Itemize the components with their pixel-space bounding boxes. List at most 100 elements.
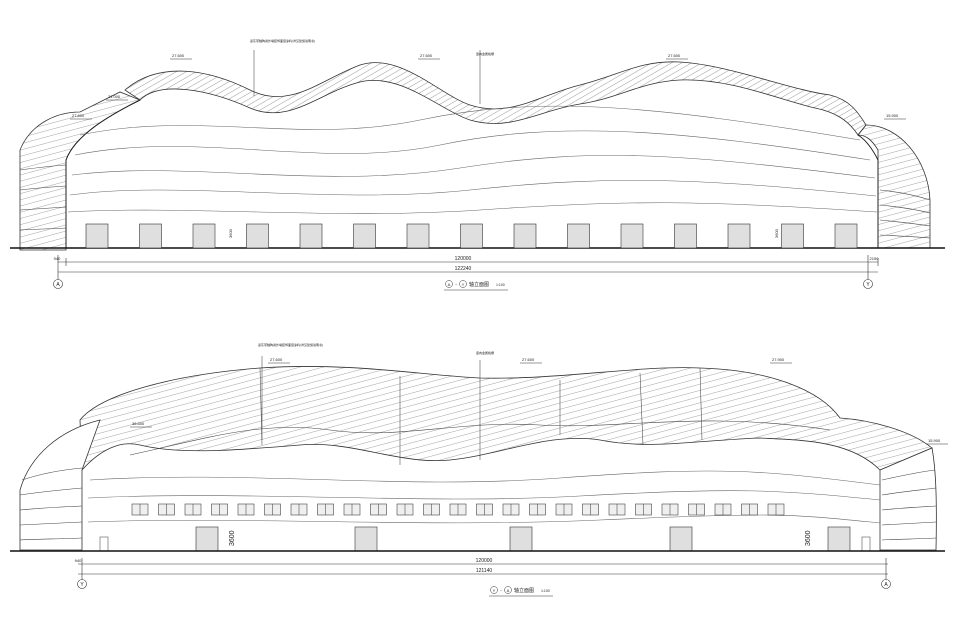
window xyxy=(582,503,599,516)
top-dim-left: 940 xyxy=(54,256,61,261)
door xyxy=(674,223,697,249)
top-level-label: 27.600 xyxy=(72,113,85,118)
door xyxy=(834,223,858,249)
window xyxy=(211,503,228,516)
window xyxy=(767,503,785,516)
bottom-left-stripes xyxy=(19,467,83,541)
window xyxy=(264,503,281,516)
window xyxy=(714,503,732,516)
window xyxy=(370,503,387,516)
bottom-level-marks: 27.600 27.600 27.900 36.600 15.900 xyxy=(132,357,941,443)
svg-text:1:100: 1:100 xyxy=(541,589,550,593)
bottom-dim-total: 120000 xyxy=(476,558,493,564)
top-right-end-block xyxy=(857,124,931,249)
window xyxy=(343,503,361,516)
top-dim-total: 120000 xyxy=(455,256,472,262)
window xyxy=(237,503,255,516)
top-axis-left-bubble: A xyxy=(53,279,63,289)
top-facade-outline xyxy=(65,99,879,248)
window xyxy=(635,503,652,516)
svg-text:A: A xyxy=(448,282,451,287)
bottom-level-label: 27.600 xyxy=(270,357,283,362)
bottom-callout-grille: 竖向金属格栅 xyxy=(476,350,494,355)
bottom-level-label: 27.900 xyxy=(772,357,785,362)
door xyxy=(460,223,483,249)
door xyxy=(513,223,537,249)
svg-text:Y: Y xyxy=(462,282,465,287)
bottom-level-label: 15.900 xyxy=(928,438,941,443)
svg-text:Y: Y xyxy=(493,588,496,593)
top-doors xyxy=(85,223,858,249)
top-left-stripes xyxy=(19,164,67,231)
window xyxy=(555,503,573,516)
top-callouts: 蓝灰带釉陶瓷外墙装饰面层涂料(详见建施说明书) 竖向金属格栅 xyxy=(250,38,494,104)
door xyxy=(246,223,269,249)
door xyxy=(406,223,430,249)
top-axis-right-bubble: Y xyxy=(863,279,873,289)
window xyxy=(184,503,202,516)
door xyxy=(139,223,162,249)
door xyxy=(509,526,533,552)
top-right-stripes xyxy=(879,189,931,239)
svg-text:Y: Y xyxy=(80,582,84,588)
window xyxy=(688,503,705,516)
top-door-height: 3600 xyxy=(228,228,233,238)
door xyxy=(669,526,693,552)
top-level-label: 27.600 xyxy=(668,53,681,58)
bottom-axis-right-bubble: A xyxy=(881,579,891,589)
top-roof-band xyxy=(124,61,867,136)
top-dim-overall: 122240 xyxy=(455,266,472,272)
door xyxy=(353,223,376,249)
window xyxy=(131,503,149,516)
top-dim-right: 2150 xyxy=(870,256,880,261)
svg-text:~: ~ xyxy=(500,588,503,593)
bottom-dim-overall: 121140 xyxy=(476,568,493,574)
window xyxy=(158,503,175,516)
small-door xyxy=(861,536,871,552)
door xyxy=(195,526,219,552)
door xyxy=(192,223,216,249)
top-level-marks: 27.600 21.000 27.600 27.600 27.600 15.90… xyxy=(72,53,899,118)
top-facade-waves xyxy=(67,105,878,214)
door xyxy=(567,223,590,249)
bottom-level-label: 36.600 xyxy=(132,421,145,426)
bottom-roof-band xyxy=(79,366,933,471)
bottom-facade-waves xyxy=(87,470,881,524)
door xyxy=(781,223,804,249)
door xyxy=(85,223,109,249)
top-level-label: 21.000 xyxy=(108,94,121,99)
bottom-door-height: 3600 xyxy=(229,530,236,546)
top-title: A ~ Y 轴立面图 1:100 xyxy=(444,280,508,291)
bottom-level-label: 27.600 xyxy=(522,357,535,362)
svg-text:~: ~ xyxy=(455,282,458,287)
bottom-title: Y ~ A 轴立面图 1:100 xyxy=(489,586,553,597)
window xyxy=(741,503,758,516)
bottom-doors xyxy=(99,526,871,552)
bottom-left-end-block xyxy=(19,419,101,551)
bottom-right-stripes xyxy=(881,469,937,541)
top-level-label: 15.900 xyxy=(886,113,899,118)
bottom-callout-finish: 蓝灰带釉陶瓷外墙装饰面层涂料(详见建施说明书) xyxy=(258,342,323,347)
door xyxy=(299,223,323,249)
door xyxy=(354,526,378,552)
svg-text:A: A xyxy=(507,588,510,593)
top-level-label: 27.600 xyxy=(420,53,433,58)
svg-text:A: A xyxy=(56,282,60,288)
window xyxy=(661,503,679,516)
window xyxy=(396,503,414,516)
svg-text:1:100: 1:100 xyxy=(496,283,505,287)
svg-text:Y: Y xyxy=(866,282,870,288)
top-callout-finish: 蓝灰带釉陶瓷外墙装饰面层涂料(详见建施说明书) xyxy=(250,38,315,43)
small-door xyxy=(99,536,109,552)
door xyxy=(727,223,751,249)
bottom-axis-left-bubble: Y xyxy=(77,579,87,589)
bottom-windows xyxy=(131,503,785,516)
bottom-callouts: 蓝灰带釉陶瓷外墙装饰面层涂料(详见建施说明书) 竖向金属格栅 xyxy=(258,342,494,460)
top-callout-grille: 竖向金属格栅 xyxy=(476,51,494,56)
window xyxy=(449,503,467,516)
door xyxy=(620,223,644,249)
window xyxy=(317,503,334,516)
door xyxy=(827,526,851,552)
bottom-elevation: 120000 121140 940 Y A 27.600 27.600 27.9… xyxy=(10,342,948,597)
